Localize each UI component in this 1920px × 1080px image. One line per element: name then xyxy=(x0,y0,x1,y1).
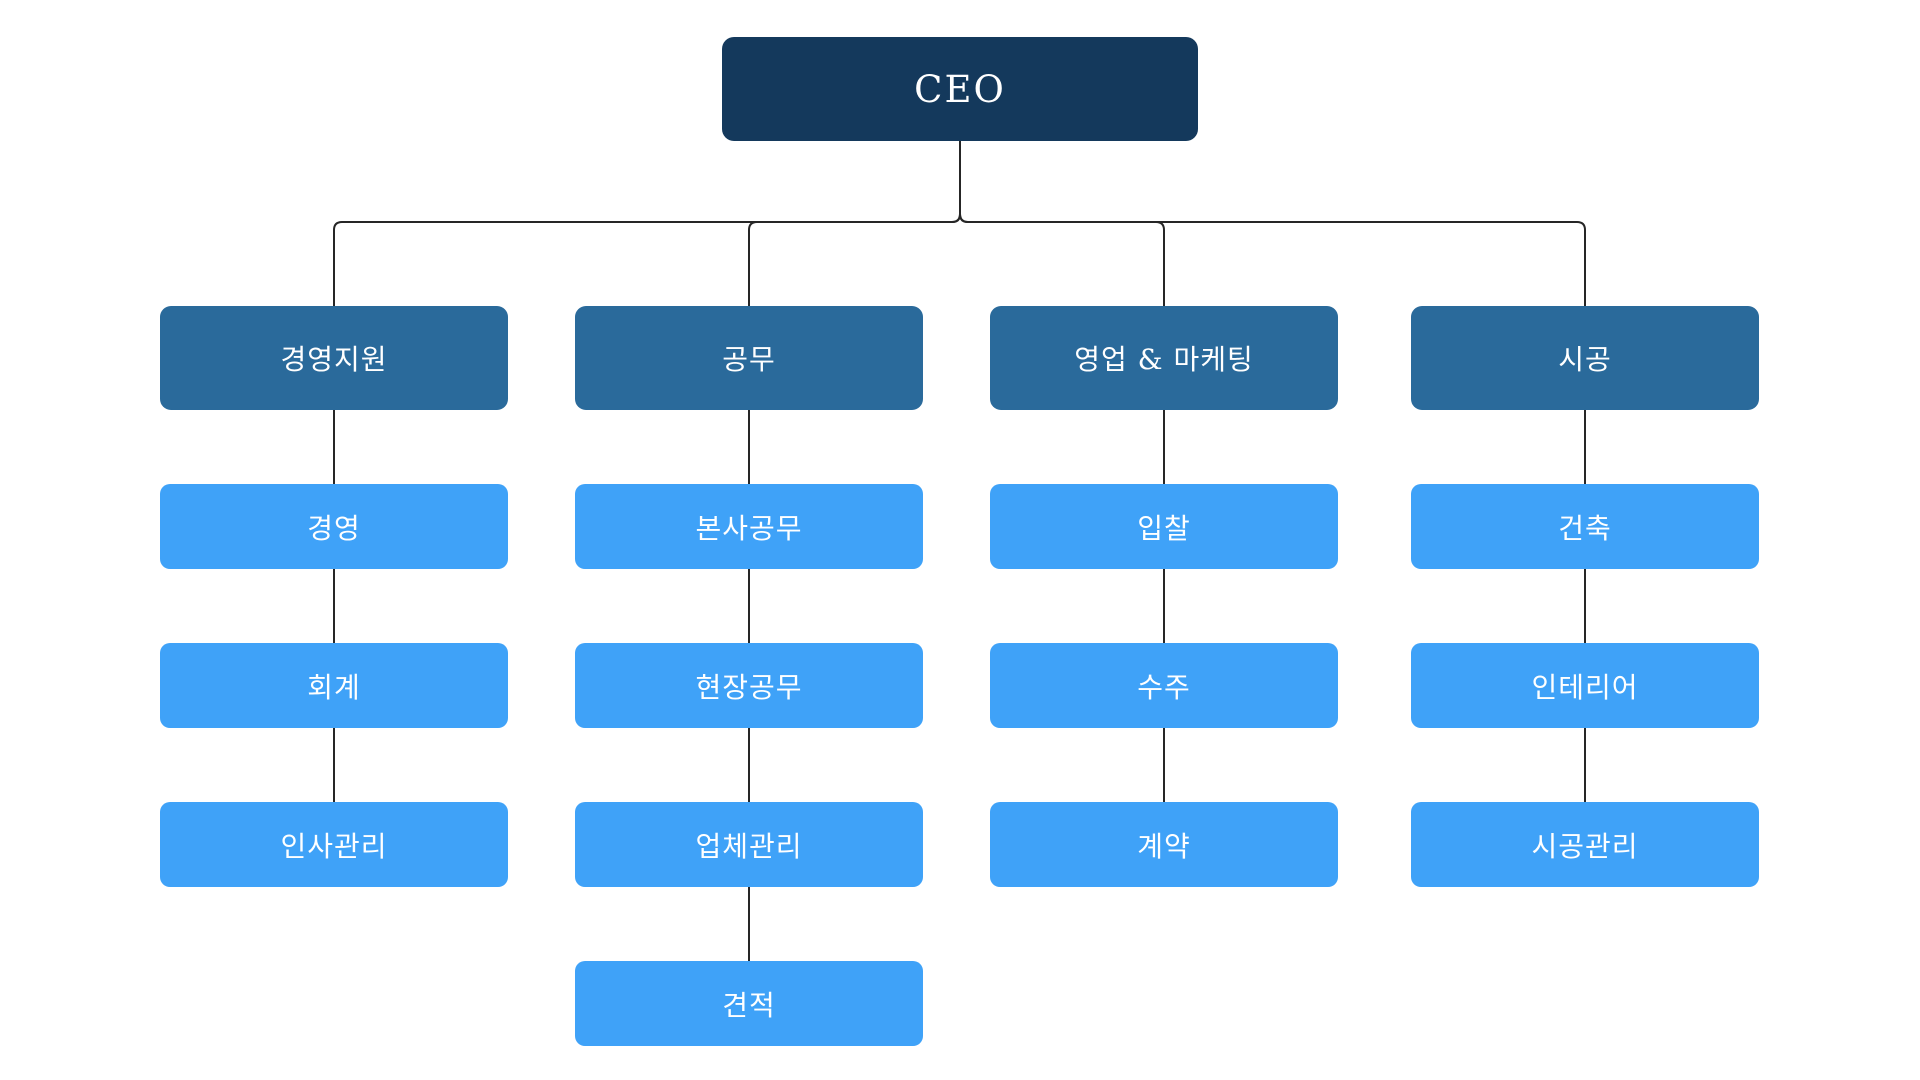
org-node-hr-management: 인사관리 xyxy=(160,802,508,887)
connector-line xyxy=(959,141,1586,306)
org-node-ceo: CEO xyxy=(722,37,1198,141)
org-node-architecture: 건축 xyxy=(1411,484,1759,569)
connector-line xyxy=(333,141,961,306)
org-node-contract: 계약 xyxy=(990,802,1338,887)
org-node-dept-management-support: 경영지원 xyxy=(160,306,508,410)
org-node-construction-management: 시공관리 xyxy=(1411,802,1759,887)
org-node-head-office-engineering: 본사공무 xyxy=(575,484,923,569)
org-node-management: 경영 xyxy=(160,484,508,569)
connector-line xyxy=(959,141,1165,306)
org-node-dept-sales-marketing: 영업 & 마케팅 xyxy=(990,306,1338,410)
org-node-vendor-management: 업체관리 xyxy=(575,802,923,887)
connector-line xyxy=(748,141,961,306)
org-node-order-winning: 수주 xyxy=(990,643,1338,728)
org-node-dept-construction: 시공 xyxy=(1411,306,1759,410)
org-node-bidding: 입찰 xyxy=(990,484,1338,569)
org-node-accounting: 회계 xyxy=(160,643,508,728)
org-node-site-engineering: 현장공무 xyxy=(575,643,923,728)
org-node-estimation: 견적 xyxy=(575,961,923,1046)
org-node-dept-engineering: 공무 xyxy=(575,306,923,410)
org-node-interior: 인테리어 xyxy=(1411,643,1759,728)
